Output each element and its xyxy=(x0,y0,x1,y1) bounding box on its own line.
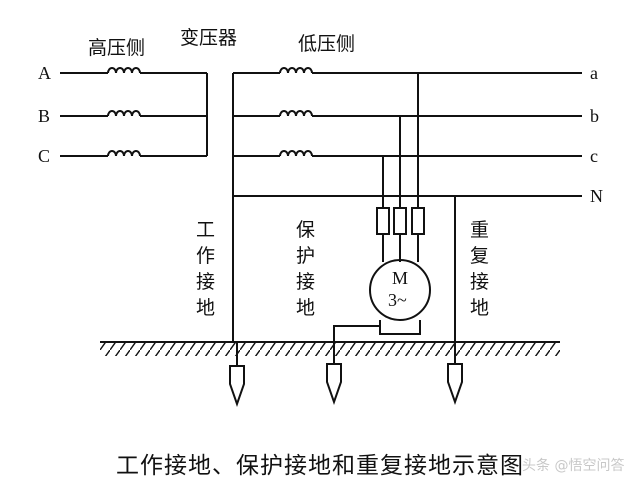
working-ground-electrode xyxy=(229,342,245,408)
repeated-ground-char: 重 xyxy=(470,219,489,241)
protective-ground-char: 地 xyxy=(296,297,315,319)
working-ground-char: 工 xyxy=(196,219,215,241)
repeated-ground-char: 地 xyxy=(470,297,489,319)
diagram-caption: 工作接地、保护接地和重复接地示意图 xyxy=(116,453,524,479)
working-ground-label: 工 作 接 地 xyxy=(196,219,215,319)
working-ground-char: 作 xyxy=(196,245,215,267)
phase-C-label: C xyxy=(38,146,50,166)
working-ground-char: 接 xyxy=(196,271,215,293)
earth-ground xyxy=(100,341,560,356)
phase-b-label: b xyxy=(590,106,599,126)
high-voltage-lines xyxy=(60,72,208,157)
high-side-coils xyxy=(107,67,141,157)
protective-ground-electrode xyxy=(326,342,342,406)
phase-c-label: c xyxy=(590,146,598,166)
high-side-label: 高压侧 xyxy=(88,37,145,59)
low-side-label: 低压侧 xyxy=(298,33,355,55)
neutral-label: N xyxy=(590,186,603,206)
motor-spec-label: 3~ xyxy=(388,290,407,310)
protective-ground-label: 保 护 接 地 xyxy=(296,219,315,319)
protective-ground-char: 接 xyxy=(296,271,315,293)
phase-B-label: B xyxy=(38,106,50,126)
phase-A-label: A xyxy=(38,63,51,83)
transformer-label: 变压器 xyxy=(180,27,237,49)
repeated-ground-electrode xyxy=(447,342,463,406)
fuses xyxy=(376,207,425,235)
repeated-ground-char: 接 xyxy=(470,271,489,293)
low-side-coils xyxy=(279,67,313,157)
repeated-ground-label: 重 复 接 地 xyxy=(470,219,489,319)
watermark: 头条 @悟空问答 xyxy=(522,457,624,474)
phase-a-label: a xyxy=(590,63,598,83)
low-voltage-lines xyxy=(232,72,582,342)
protective-ground-char: 护 xyxy=(296,245,315,267)
motor-M-label: M xyxy=(392,268,408,288)
motor-feeders xyxy=(382,73,419,262)
working-ground-char: 地 xyxy=(196,297,215,319)
protective-ground-char: 保 xyxy=(296,219,315,241)
repeated-ground-char: 复 xyxy=(470,245,489,267)
protective-ground-wire xyxy=(333,325,380,342)
